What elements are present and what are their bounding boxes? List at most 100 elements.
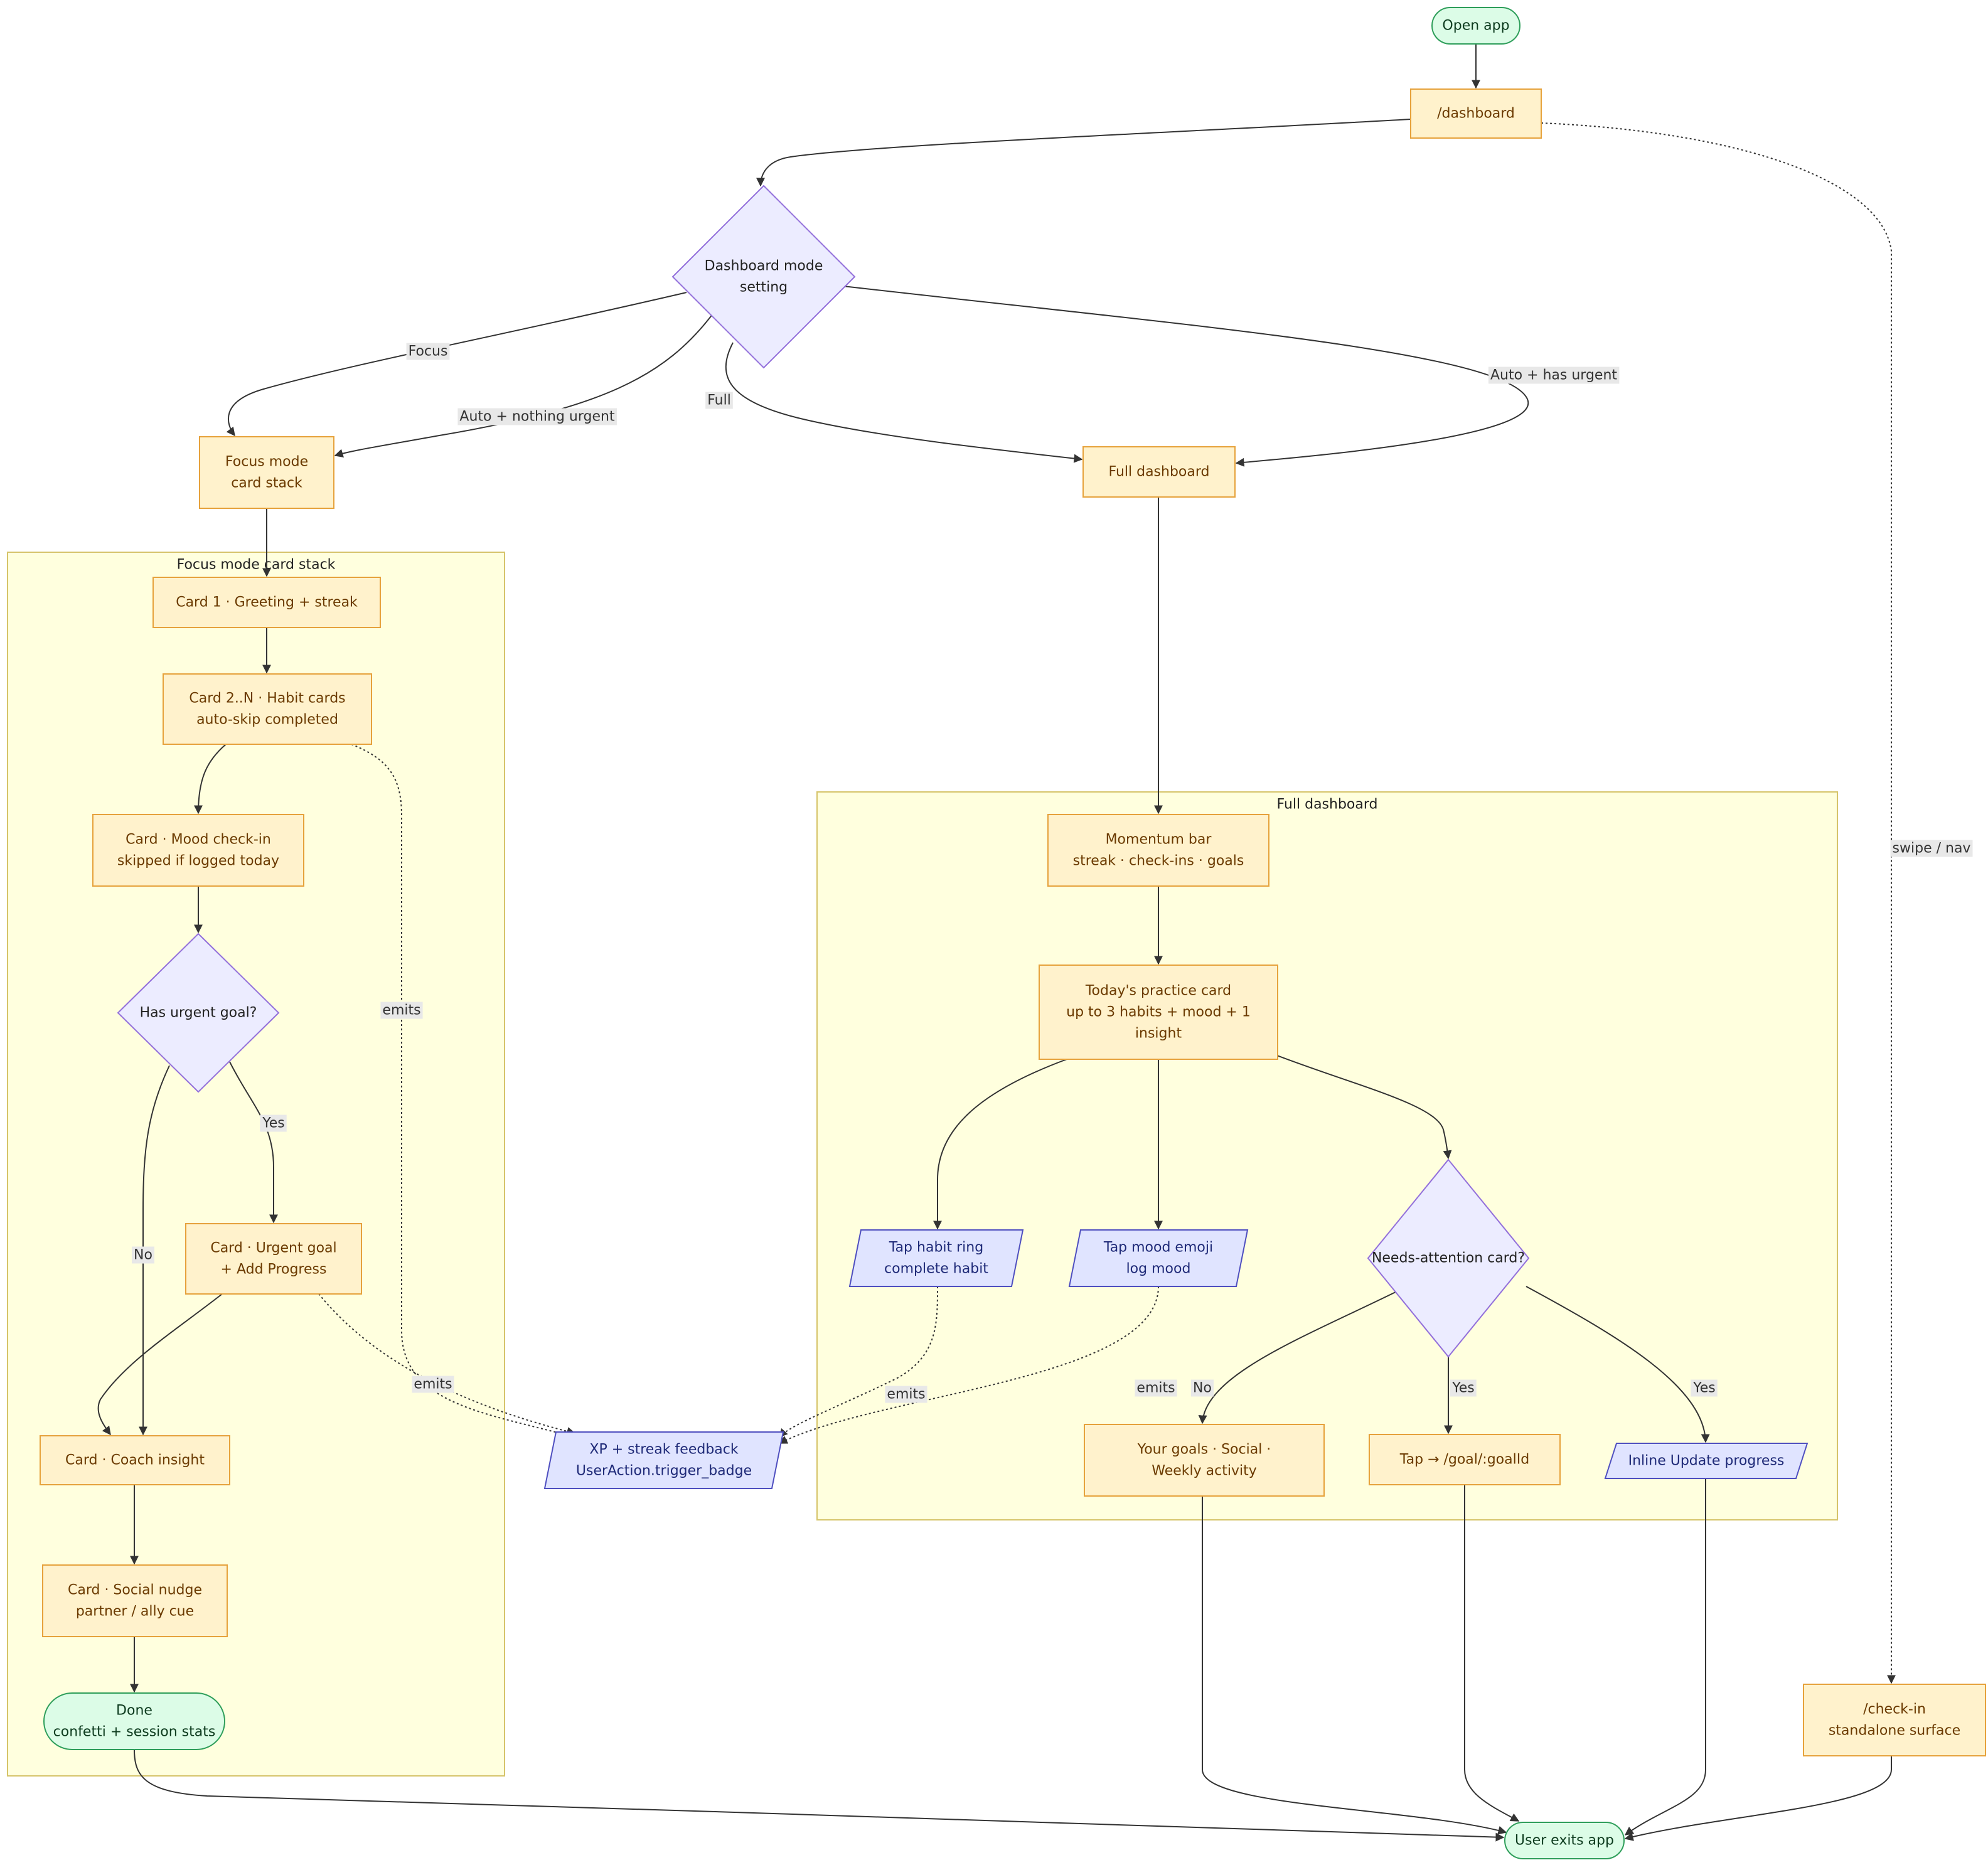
node-urgent[interactable]: Card · Urgent goal + Add Progress bbox=[185, 1223, 362, 1295]
node-label: Open app bbox=[1442, 18, 1509, 34]
edge-label-text: No bbox=[1193, 1381, 1212, 1396]
edge-practice-to-taphabit bbox=[933, 1059, 1067, 1230]
node-label: Card · Urgent goal bbox=[210, 1241, 336, 1256]
edge-label-e-mode-focus: Focus bbox=[406, 343, 450, 360]
edge-label-e-urgentq-urgent: Yes bbox=[260, 1114, 287, 1132]
node-taphabit[interactable]: Tap habit ring complete habit bbox=[848, 1229, 1024, 1287]
node-open[interactable]: Open app bbox=[1431, 7, 1520, 45]
edge-label-bg bbox=[1488, 366, 1620, 384]
node-label: streak · check-ins · goals bbox=[1073, 853, 1244, 869]
node-label: Full dashboard bbox=[1109, 464, 1210, 480]
node-coach[interactable]: Card · Coach insight bbox=[40, 1435, 230, 1485]
group-box bbox=[816, 791, 1838, 1520]
node-label: Dashboard mode bbox=[705, 259, 823, 274]
edge-c2-to-mood bbox=[194, 744, 227, 815]
edge-dash-to-mode bbox=[756, 119, 1411, 187]
process-shape bbox=[199, 436, 334, 509]
node-label: auto-skip completed bbox=[196, 712, 338, 728]
node-practice[interactable]: Today's practice card up to 3 habits + mo… bbox=[1039, 965, 1278, 1060]
node-tapgoal[interactable]: Tap → /goal/:goalId bbox=[1369, 1434, 1561, 1485]
node-full[interactable]: Full dashboard bbox=[1082, 446, 1236, 498]
node-label: + Add Progress bbox=[221, 1262, 327, 1278]
edge-label-e-mode-full: Full bbox=[705, 392, 733, 409]
node-label: Focus mode bbox=[225, 454, 308, 470]
edge-urgent-to-xp bbox=[318, 1293, 576, 1436]
node-dash[interactable]: /dashboard bbox=[1410, 88, 1542, 139]
terminal-shape bbox=[1431, 7, 1520, 45]
edge-inline-to-exit bbox=[1624, 1478, 1706, 1836]
node-c1[interactable]: Card 1 · Greeting + streak bbox=[152, 577, 381, 628]
edge-label-text: Yes bbox=[1692, 1381, 1716, 1396]
edge-c2-to-xp bbox=[351, 744, 575, 1440]
process-shape bbox=[1369, 1434, 1561, 1485]
node-urgentq[interactable]: Has urgent goal? bbox=[117, 932, 280, 1093]
node-label: Card · Coach insight bbox=[65, 1453, 205, 1468]
edge-label-e-needs-inline: Yes bbox=[1691, 1379, 1718, 1397]
edge-label-e-urgentq-coach: No bbox=[132, 1246, 154, 1264]
edge-label-text: swipe / nav bbox=[1893, 841, 1971, 857]
node-label: confetti + session stats bbox=[53, 1724, 216, 1740]
edge-tapmood-to-xp bbox=[778, 1286, 1159, 1444]
process-shape bbox=[163, 673, 372, 745]
node-label: Your goals · Social · bbox=[1137, 1442, 1271, 1458]
edge-label-bg bbox=[412, 1376, 454, 1393]
node-needs[interactable]: Needs-attention card? bbox=[1367, 1158, 1530, 1358]
process-shape bbox=[1039, 965, 1278, 1060]
io-shape bbox=[1604, 1443, 1809, 1479]
edge-label-text: No bbox=[134, 1248, 152, 1263]
node-focus[interactable]: Focus mode card stack bbox=[199, 436, 334, 509]
node-exit[interactable]: User exits app bbox=[1504, 1822, 1625, 1859]
node-label: Has urgent goal? bbox=[140, 1005, 257, 1021]
edge-label-text: Auto + has urgent bbox=[1490, 368, 1617, 383]
edge-taphabit-to-xp bbox=[779, 1286, 938, 1438]
terminal-shape bbox=[43, 1692, 225, 1750]
edge-label-e-tapmood-xp: emits bbox=[1135, 1379, 1177, 1397]
node-label: up to 3 habits + mood + 1 bbox=[1066, 1005, 1251, 1020]
edge-label-e-needs-tapgoal: Yes bbox=[1450, 1379, 1477, 1397]
node-momentum[interactable]: Momentum bar streak · check-ins · goals bbox=[1047, 814, 1269, 887]
node-mood[interactable]: Card · Mood check-in skipped if logged to… bbox=[92, 814, 304, 887]
process-shape bbox=[42, 1564, 228, 1637]
edge-label-text: emits bbox=[382, 1003, 420, 1018]
decision-shape bbox=[1367, 1158, 1530, 1358]
edge-label-e-urgent-xp: emits bbox=[412, 1376, 454, 1393]
node-inline[interactable]: Inline Update progress bbox=[1604, 1443, 1809, 1479]
node-label: complete habit bbox=[884, 1261, 988, 1277]
edge-urgentq-to-coach bbox=[139, 1065, 170, 1436]
node-label: Tap mood emoji bbox=[1103, 1240, 1213, 1256]
edge-label-bg bbox=[705, 392, 733, 409]
group-title: Full dashboard bbox=[1277, 797, 1378, 813]
node-goals[interactable]: Your goals · Social ·Weekly activity bbox=[1084, 1424, 1325, 1497]
edge-label-text: emits bbox=[1136, 1381, 1175, 1396]
edge-urgent-to-coach bbox=[97, 1293, 223, 1436]
node-label: setting bbox=[740, 280, 788, 296]
edge-done-to-exit bbox=[134, 1749, 1505, 1842]
io-shape bbox=[848, 1229, 1024, 1287]
node-label: Today's practice card bbox=[1085, 983, 1231, 999]
node-label: Tap habit ring bbox=[889, 1240, 983, 1256]
edge-label-bg bbox=[1135, 1379, 1177, 1397]
node-xp[interactable]: XP + streak feedbackUserAction.trigger_b… bbox=[543, 1431, 784, 1489]
edge-layer bbox=[97, 44, 1896, 1842]
node-label: Momentum bar bbox=[1106, 832, 1212, 848]
node-mode[interactable]: Dashboard mode setting bbox=[671, 184, 856, 369]
node-label: Card · Mood check-in bbox=[126, 832, 271, 848]
node-label: card stack bbox=[231, 476, 302, 491]
edge-label-text: emits bbox=[887, 1387, 925, 1403]
edge-mode-to-full bbox=[843, 286, 1529, 467]
node-label: partner / ally cue bbox=[76, 1604, 194, 1620]
node-label: skipped if logged today bbox=[117, 853, 279, 869]
edge-tapgoal-to-exit bbox=[1464, 1485, 1520, 1822]
group-full-group: Full dashboard bbox=[816, 791, 1838, 1520]
node-label: Needs-attention card? bbox=[1372, 1251, 1525, 1266]
process-shape bbox=[1047, 814, 1269, 887]
edge-needs-to-inline bbox=[1526, 1286, 1710, 1443]
node-label: /dashboard bbox=[1437, 106, 1515, 122]
